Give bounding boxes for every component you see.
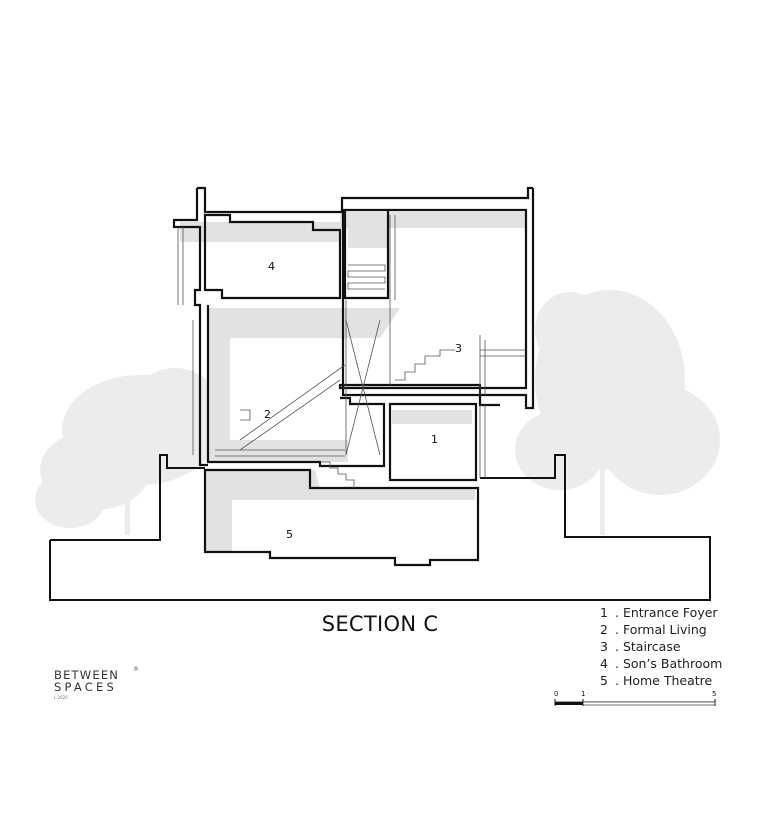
shadow-areas <box>180 212 526 552</box>
room-label-5: 5 <box>286 528 293 541</box>
background-tree-left <box>35 368 218 535</box>
legend-item: 1. Entrance Foyer <box>600 605 718 620</box>
legend-room-name: Formal Living <box>622 622 707 637</box>
scale-bar-graphic <box>554 699 716 706</box>
ground-line <box>49 454 711 601</box>
logo-line-2: SPACES <box>54 680 117 694</box>
section-title: SECTION C <box>321 612 439 636</box>
scale-bar: 0 1 5 <box>554 690 718 710</box>
logo-line-1: BETWEEN <box>54 668 120 682</box>
logo-subtext: L·2020 <box>54 695 68 700</box>
room-label-4: 4 <box>268 260 275 273</box>
legend-number: 5 <box>600 673 608 688</box>
legend-item: 3. Staircase <box>600 639 681 654</box>
legend-item: 2. Formal Living <box>600 622 707 637</box>
legend-item: 5. Home Theatre <box>600 673 713 688</box>
legend-number: 2 <box>600 622 608 637</box>
interior-details <box>177 215 526 488</box>
logo: BETWEEN SPACES L·2020 ® <box>54 666 144 708</box>
legend-number: 1 <box>600 605 608 620</box>
ground-line-left <box>50 454 205 541</box>
background-tree-right <box>515 290 720 535</box>
legend-room-name: Home Theatre <box>622 673 713 688</box>
registered-mark: ® <box>133 666 139 673</box>
legend-number: 4 <box>600 656 608 671</box>
legend-room-name: Entrance Foyer <box>622 605 718 620</box>
legend-room-name: Son’s Bathroom <box>622 656 723 671</box>
room-label-2: 2 <box>264 408 271 421</box>
legend-item: 4. Son’s Bathroom <box>600 656 723 671</box>
scale-label-5: 5 <box>712 690 717 698</box>
building-walls <box>172 186 535 567</box>
legend-number: 3 <box>600 639 608 654</box>
legend-room-name: Staircase <box>622 639 681 654</box>
scale-label-1: 1 <box>581 690 586 698</box>
room-label-1: 1 <box>431 433 438 446</box>
room-label-3: 3 <box>455 342 462 355</box>
scale-label-0: 0 <box>554 690 559 698</box>
room-legend: 1. Entrance Foyer 2. Formal Living 3. St… <box>600 604 722 689</box>
